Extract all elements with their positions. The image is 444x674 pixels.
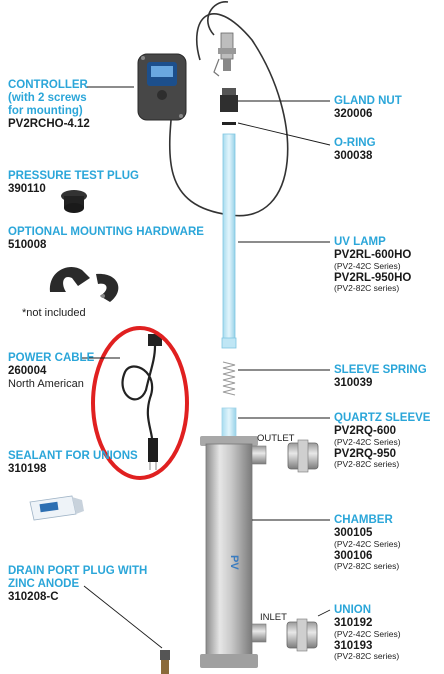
union-title: UNION	[334, 604, 372, 616]
gland-nut-label: GLAND NUT 320006	[334, 95, 402, 121]
drain-label: DRAIN PORT PLUG WITH ZINC ANODE 310208-C	[8, 565, 147, 604]
svg-text:PV: PV	[228, 555, 240, 570]
drain-title-2: ZINC ANODE	[8, 577, 80, 590]
uv-lamp-part-1: PV2RL-600HO	[334, 248, 412, 261]
mounting-label: OPTIONAL MOUNTING HARDWARE 510008	[8, 226, 204, 252]
chamber-note-2: (PV2-82C series)	[334, 561, 400, 572]
controller-part: PV2RCHO-4.12	[8, 117, 90, 130]
controller-title-3: for mounting)	[8, 104, 83, 117]
uv-lamp-part-2: PV2RL-950HO	[334, 271, 412, 284]
gland-nut-part	[220, 88, 238, 112]
quartz-sleeve-part	[221, 407, 237, 439]
drain-part: 310208-C	[8, 590, 59, 603]
mounting-note: *not included	[22, 307, 86, 319]
chamber-note-1: (PV2-42C Series)	[334, 538, 401, 549]
sealant-tube-part	[29, 495, 84, 521]
union-label: UNION 310192 (PV2-42C Series) 310193 (PV…	[334, 604, 401, 662]
o-ring-part	[222, 122, 236, 125]
union-part-2: 310193	[334, 639, 373, 652]
sleeve-spring-part	[222, 361, 236, 396]
uv-lamp-title: UV LAMP	[334, 236, 386, 248]
union-outlet-part	[287, 439, 319, 473]
power-cable-title: POWER CABLE	[8, 352, 95, 364]
lamp-connector	[213, 32, 236, 77]
power-cable-label: POWER CABLE 260004 North American	[8, 352, 94, 390]
mounting-hardware-part	[49, 266, 119, 302]
quartz-sleeve-label: QUARTZ SLEEVE PV2RQ-600 (PV2-42C Series)…	[334, 412, 430, 470]
gland-nut-part: 320006	[334, 107, 373, 120]
chamber-title: CHAMBER	[334, 514, 393, 526]
quartz-sleeve-title: QUARTZ SLEEVE	[334, 412, 431, 424]
gland-nut-title: GLAND NUT	[334, 95, 402, 107]
union-note-2: (PV2-82C series)	[334, 651, 400, 662]
chamber-label: CHAMBER 300105 (PV2-42C Series) 300106 (…	[334, 514, 401, 572]
union-inlet-part	[286, 618, 318, 652]
controller-unit	[137, 53, 187, 121]
controller-title-2: (with 2 screws	[8, 91, 87, 104]
pressure-test-plug-part	[61, 190, 87, 213]
quartz-sleeve-part-1: PV2RQ-600	[334, 424, 397, 437]
drain-title-1: DRAIN PORT PLUG WITH	[8, 565, 148, 577]
mounting-title: OPTIONAL MOUNTING HARDWARE	[8, 226, 204, 238]
uv-lamp-part	[221, 133, 237, 349]
union-note-1: (PV2-42C Series)	[334, 628, 401, 639]
pressure-plug-title: PRESSURE TEST PLUG	[8, 170, 139, 182]
uv-lamp-label: UV LAMP PV2RL-600HO (PV2-42C Series) PV2…	[334, 236, 411, 294]
sleeve-spring-part: 310039	[334, 376, 373, 389]
controller-label: CONTROLLER (with 2 screws for mounting) …	[8, 79, 90, 131]
o-ring-label: O-RING 300038	[334, 137, 376, 163]
quartz-sleeve-note-1: (PV2-42C Series)	[334, 436, 401, 447]
power-cable-part	[121, 334, 162, 470]
sleeve-spring-title: SLEEVE SPRING	[334, 364, 427, 376]
sleeve-spring-label: SLEEVE SPRING 310039	[334, 364, 427, 390]
uv-lamp-note-1: (PV2-42C Series)	[334, 260, 401, 271]
highlight-circle	[91, 326, 189, 480]
chamber-part: PV	[200, 436, 267, 668]
sealant-part: 310198	[8, 462, 47, 475]
sealant-title: SEALANT FOR UNIONS	[8, 450, 138, 462]
power-cable-note: North American	[8, 377, 84, 390]
chamber-part-2: 300106	[334, 549, 373, 562]
pressure-plug-label: PRESSURE TEST PLUG 390110	[8, 170, 139, 196]
quartz-sleeve-part-2: PV2RQ-950	[334, 447, 397, 460]
outlet-label: OUTLET	[257, 433, 295, 444]
chamber-part-1: 300105	[334, 526, 373, 539]
leader-lines	[82, 86, 331, 649]
o-ring-part: 300038	[334, 149, 373, 162]
controller-title-1: CONTROLLER	[8, 79, 88, 91]
union-part-1: 310192	[334, 616, 373, 629]
sealant-label: SEALANT FOR UNIONS 310198	[8, 450, 138, 476]
o-ring-title: O-RING	[334, 137, 376, 149]
controller-cord	[168, 13, 289, 217]
drain-port-plug-part	[160, 650, 170, 674]
mounting-part: 510008	[8, 238, 47, 251]
inlet-label: INLET	[260, 612, 287, 623]
power-cable-part: 260004	[8, 364, 47, 377]
quartz-sleeve-note-2: (PV2-82C series)	[334, 459, 400, 470]
uv-lamp-note-2: (PV2-82C series)	[334, 283, 400, 294]
pressure-plug-part: 390110	[8, 182, 46, 195]
